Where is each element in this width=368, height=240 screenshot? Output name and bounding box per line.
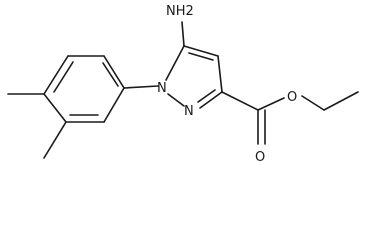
bond [221, 91, 259, 111]
bond [217, 55, 223, 93]
dimethylphenyl-ring [43, 55, 125, 123]
bond [181, 21, 185, 47]
bond [53, 61, 74, 93]
bond [43, 121, 67, 159]
bond [102, 62, 119, 87]
bond [188, 52, 214, 61]
n2-label: N [184, 104, 194, 119]
bond [123, 85, 159, 89]
atom-labels: NH2 N N O O [157, 4, 297, 165]
structure-canvas: NH2 N N O O [7, 4, 359, 165]
bond [197, 89, 216, 103]
bond [43, 55, 69, 95]
pyrazole-ring [165, 45, 223, 109]
bond [199, 91, 223, 109]
bond [183, 45, 219, 57]
n1-label: N [157, 81, 167, 96]
chemical-structure-diagram: NH2 N N O O [7, 4, 359, 165]
bond [301, 95, 325, 111]
bond [257, 97, 285, 111]
bond [323, 91, 359, 111]
bond [103, 87, 125, 123]
carbonyl-oxygen-label: O [255, 150, 265, 165]
bond [103, 55, 125, 89]
bond [167, 93, 185, 107]
bond [43, 93, 67, 123]
methyl-groups [7, 93, 67, 159]
ethyl-ester-group [221, 91, 359, 145]
amino-label: NH2 [166, 4, 194, 19]
bond [165, 45, 185, 81]
ester-oxygen-label: O [287, 90, 297, 105]
